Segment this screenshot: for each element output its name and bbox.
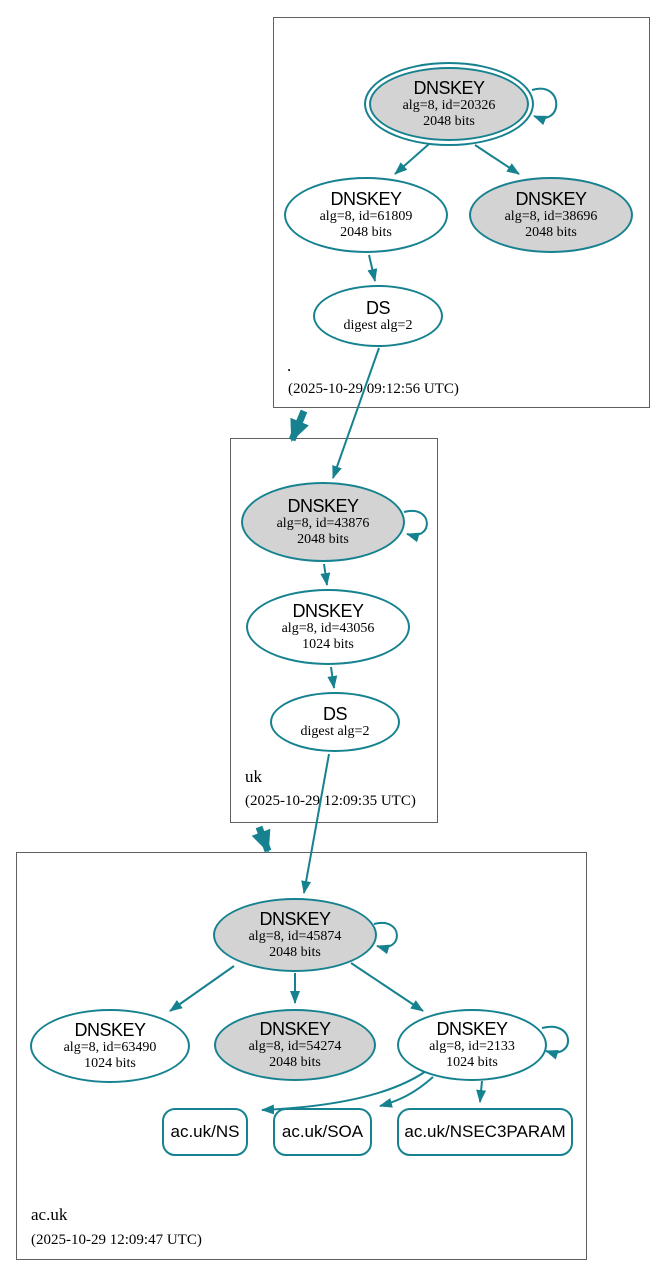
- dnskey-node-61809[interactable]: DNSKEY alg=8, id=61809 2048 bits: [284, 177, 448, 253]
- dnskey-node-20326[interactable]: DNSKEY alg=8, id=20326 2048 bits: [364, 62, 534, 146]
- node-bits: 2048 bits: [525, 225, 577, 240]
- rrset-node-ac-uk-ns[interactable]: ac.uk/NS: [162, 1108, 248, 1156]
- node-detail: alg=8, id=38696: [504, 209, 598, 224]
- node-bits: 1024 bits: [302, 637, 354, 652]
- delegation-arrow-root-to-uk: [288, 409, 309, 442]
- node-detail: alg=8, id=2133: [429, 1039, 515, 1054]
- dnskey-node-43876[interactable]: DNSKEY alg=8, id=43876 2048 bits: [241, 482, 405, 562]
- zone-timestamp-ac-uk: (2025-10-29 12:09:47 UTC): [31, 1232, 202, 1248]
- node-title: DNSKEY: [292, 601, 364, 621]
- node-bits: 2048 bits: [269, 945, 321, 960]
- node-title: DNSKEY: [413, 78, 485, 98]
- rrset-label: ac.uk/NSEC3PARAM: [404, 1122, 566, 1141]
- zone-box-root: [273, 17, 650, 408]
- node-title: DS: [322, 704, 348, 724]
- delegation-arrow-uk-to-ac-uk: [251, 825, 272, 853]
- zone-label-uk: uk: [245, 767, 262, 786]
- dnskey-node-38696[interactable]: DNSKEY alg=8, id=38696 2048 bits: [469, 177, 633, 253]
- node-title: DNSKEY: [515, 189, 587, 209]
- dnskey-node-20326-inner: DNSKEY alg=8, id=20326 2048 bits: [369, 67, 529, 141]
- node-detail: alg=8, id=43876: [276, 516, 370, 531]
- node-detail: digest alg=2: [343, 318, 413, 333]
- dnskey-node-45874[interactable]: DNSKEY alg=8, id=45874 2048 bits: [213, 898, 377, 972]
- rrset-label: ac.uk/SOA: [281, 1122, 364, 1141]
- zone-timestamp-uk: (2025-10-29 12:09:35 UTC): [245, 793, 416, 809]
- ds-node-root[interactable]: DS digest alg=2: [313, 285, 443, 347]
- node-detail: alg=8, id=61809: [319, 209, 413, 224]
- node-title: DS: [365, 298, 391, 318]
- zone-timestamp-root: (2025-10-29 09:12:56 UTC): [288, 381, 459, 397]
- node-detail: alg=8, id=63490: [63, 1040, 157, 1055]
- node-title: DNSKEY: [287, 496, 359, 516]
- node-bits: 1024 bits: [446, 1055, 498, 1070]
- dnskey-node-2133[interactable]: DNSKEY alg=8, id=2133 1024 bits: [397, 1009, 547, 1081]
- dnskey-node-63490[interactable]: DNSKEY alg=8, id=63490 1024 bits: [30, 1009, 190, 1083]
- dnskey-node-54274[interactable]: DNSKEY alg=8, id=54274 2048 bits: [214, 1009, 376, 1081]
- dnskey-node-43056[interactable]: DNSKEY alg=8, id=43056 1024 bits: [246, 589, 410, 665]
- node-bits: 2048 bits: [269, 1055, 321, 1070]
- ds-node-uk[interactable]: DS digest alg=2: [270, 692, 400, 752]
- node-bits: 2048 bits: [423, 114, 475, 129]
- zone-box-ac-uk: [16, 852, 587, 1260]
- node-title: DNSKEY: [436, 1019, 508, 1039]
- rrset-node-ac-uk-nsec3param[interactable]: ac.uk/NSEC3PARAM: [397, 1108, 573, 1156]
- node-detail: alg=8, id=43056: [281, 621, 375, 636]
- node-bits: 2048 bits: [340, 225, 392, 240]
- zone-label-root: .: [287, 356, 292, 375]
- node-title: DNSKEY: [259, 1019, 331, 1039]
- rrset-label: ac.uk/NS: [170, 1122, 240, 1141]
- node-detail: alg=8, id=20326: [402, 98, 496, 113]
- node-bits: 1024 bits: [84, 1056, 136, 1071]
- node-detail: alg=8, id=45874: [248, 929, 342, 944]
- node-detail: alg=8, id=54274: [248, 1039, 342, 1054]
- node-detail: digest alg=2: [300, 724, 370, 739]
- node-bits: 2048 bits: [297, 532, 349, 547]
- rrset-node-ac-uk-soa[interactable]: ac.uk/SOA: [273, 1108, 372, 1156]
- node-title: DNSKEY: [259, 909, 331, 929]
- zone-label-ac-uk: ac.uk: [31, 1205, 68, 1224]
- node-title: DNSKEY: [330, 189, 402, 209]
- node-title: DNSKEY: [74, 1020, 146, 1040]
